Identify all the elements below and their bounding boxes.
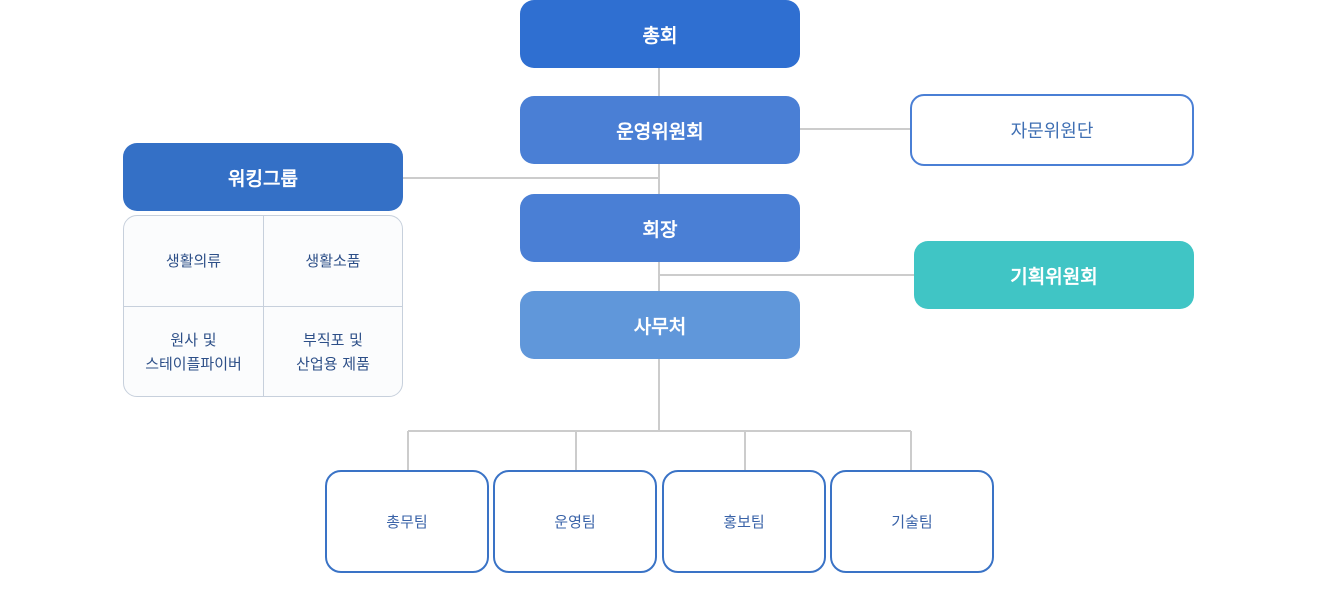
team-box-public-relations: 홍보팀 <box>662 470 826 573</box>
steering-committee-label: 운영위원회 <box>616 120 704 143</box>
working-group-label: 워킹그룹 <box>228 167 298 190</box>
subgroup-line: 생활의류 <box>165 252 222 270</box>
working-group-box: 워킹그룹 <box>123 143 403 211</box>
secretariat-label: 사무처 <box>633 315 687 338</box>
team-label: 홍보팀 <box>723 513 765 531</box>
advisory-group-box: 자문위원단 <box>910 94 1194 166</box>
chairman-box: 회장 <box>520 194 800 262</box>
team-label: 총무팀 <box>386 513 428 531</box>
general-assembly-label: 총회 <box>642 24 678 47</box>
team-box-general-affairs: 총무팀 <box>325 470 489 573</box>
subgroup-cell: 생활소품 <box>263 216 402 306</box>
team-label: 운영팀 <box>554 513 596 531</box>
planning-committee-box: 기획위원회 <box>914 241 1194 309</box>
subgroup-line: 산업용 제품 <box>296 354 370 373</box>
team-box-technology: 기술팀 <box>830 470 994 573</box>
steering-committee-box: 운영위원회 <box>520 96 800 164</box>
subgroup-line: 원사 및 <box>170 330 217 349</box>
subgroup-line: 생활소품 <box>305 252 361 270</box>
general-assembly-box: 총회 <box>520 0 800 68</box>
subgroup-cell: 부직포 및 산업용 제품 <box>263 306 402 396</box>
subgroup-cell: 생활의류 <box>124 216 263 306</box>
advisory-group-label: 자문위원단 <box>1010 121 1094 142</box>
secretariat-box: 사무처 <box>520 291 800 359</box>
subgroup-cell: 원사 및 스테이플파이버 <box>124 306 263 396</box>
working-group-subgroups: 생활의류 생활소품 원사 및 스테이플파이버 부직포 및 산업용 제품 <box>123 215 403 397</box>
subgroup-line: 부직포 및 <box>303 330 363 349</box>
team-box-operations: 운영팀 <box>493 470 657 573</box>
subgroup-line: 스테이플파이버 <box>145 354 242 373</box>
chairman-label: 회장 <box>642 218 678 241</box>
planning-committee-label: 기획위원회 <box>1010 265 1098 288</box>
team-label: 기술팀 <box>891 513 933 531</box>
